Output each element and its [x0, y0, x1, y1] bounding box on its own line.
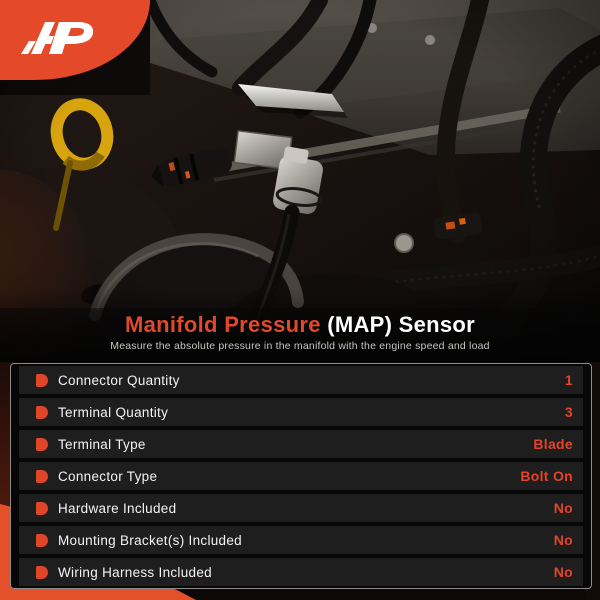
- table-row: Mounting Bracket(s) Included No: [19, 526, 583, 554]
- page-title: Manifold Pressure (MAP) Sensor: [0, 312, 600, 337]
- spec-label: Terminal Type: [58, 436, 146, 452]
- spec-value: No: [553, 532, 573, 548]
- page-title-highlight: Manifold Pressure: [124, 312, 321, 337]
- bullet-d-icon: [36, 469, 48, 483]
- spec-value: 1: [564, 372, 573, 388]
- table-row: Connector Quantity 1: [19, 366, 583, 394]
- spec-value: Bolt On: [520, 468, 573, 484]
- spec-value: 3: [564, 404, 573, 420]
- brand-logo-mark-icon: [21, 22, 94, 54]
- table-row: Terminal Quantity 3: [19, 398, 583, 426]
- spec-label: Connector Quantity: [58, 372, 180, 388]
- header: Manifold Pressure (MAP) Sensor Measure t…: [0, 312, 600, 352]
- bullet-d-icon: [36, 437, 48, 451]
- table-row: Connector Type Bolt On: [19, 462, 583, 490]
- spec-label: Wiring Harness Included: [58, 564, 212, 580]
- table-row: Hardware Included No: [19, 494, 583, 522]
- table-row: Wiring Harness Included No: [19, 558, 583, 586]
- page-title-rest: (MAP) Sensor: [320, 312, 476, 337]
- spec-value: Blade: [533, 436, 573, 452]
- spec-label: Mounting Bracket(s) Included: [58, 532, 242, 548]
- page-subtitle: Measure the absolute pressure in the man…: [110, 340, 490, 353]
- bullet-d-icon: [36, 373, 48, 387]
- bullet-d-icon: [36, 501, 48, 515]
- spec-table: Connector Quantity 1 Terminal Quantity 3…: [10, 363, 592, 589]
- spec-label: Hardware Included: [58, 500, 177, 516]
- table-row: Terminal Type Blade: [19, 430, 583, 458]
- spec-label: Connector Type: [58, 468, 158, 484]
- spec-label: Terminal Quantity: [58, 404, 169, 420]
- bullet-d-icon: [36, 533, 48, 547]
- spec-value: No: [553, 500, 573, 516]
- spec-value: No: [553, 564, 573, 580]
- bullet-d-icon: [36, 405, 48, 419]
- bullet-d-icon: [36, 565, 48, 579]
